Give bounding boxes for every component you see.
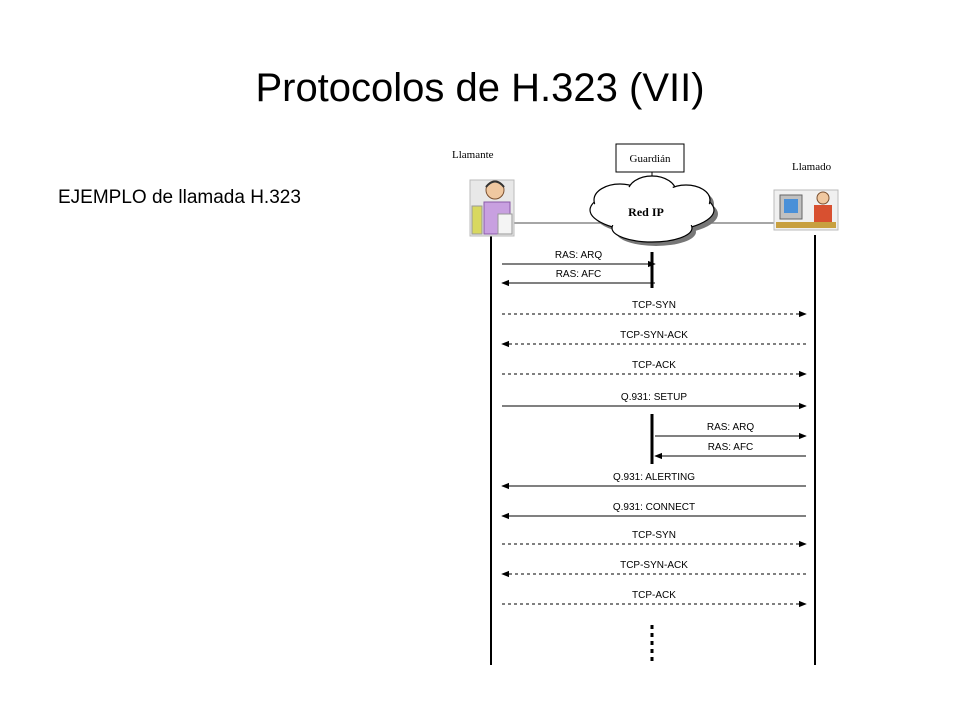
callee-person-icon: [773, 189, 839, 231]
network-label: Red IP: [628, 205, 664, 219]
gatekeeper-box: [615, 143, 685, 173]
message-list: RAS: ARQ RAS: AFC TCP-SYN TCP-SYN-ACK TCP-AC…: [501, 250, 807, 608]
message-label: TCP-SYN: [632, 300, 676, 311]
callee-label: Llamado: [792, 161, 832, 173]
message-label: TCP-SYN-ACK: [620, 560, 688, 571]
message-label: TCP-SYN: [632, 530, 676, 541]
message-label: RAS: ARQ: [707, 422, 754, 433]
message-label: RAS: AFC: [708, 442, 754, 453]
message-label: RAS: AFC: [556, 269, 602, 280]
caller-person-icon: [469, 179, 515, 237]
gatekeeper-label: Guardián: [630, 153, 671, 165]
message-label: Q.931: SETUP: [621, 392, 687, 403]
slide-title: Protocolos de H.323 (VII): [255, 66, 705, 110]
message-label: TCP-SYN-ACK: [620, 330, 688, 341]
message-label: Q.931: CONNECT: [613, 502, 695, 513]
caller-label: Llamante: [452, 149, 494, 161]
message-label: RAS: ARQ: [555, 250, 602, 261]
network-cloud-icon: [589, 175, 718, 246]
message-label: Q.931: ALERTING: [613, 472, 695, 483]
slide-subtitle: EJEMPLO de llamada H.323: [58, 187, 301, 208]
message-label: TCP-ACK: [632, 590, 676, 601]
sequence-diagram: Llamante Llamado Guardián: [452, 143, 839, 665]
message-label: TCP-ACK: [632, 360, 676, 371]
